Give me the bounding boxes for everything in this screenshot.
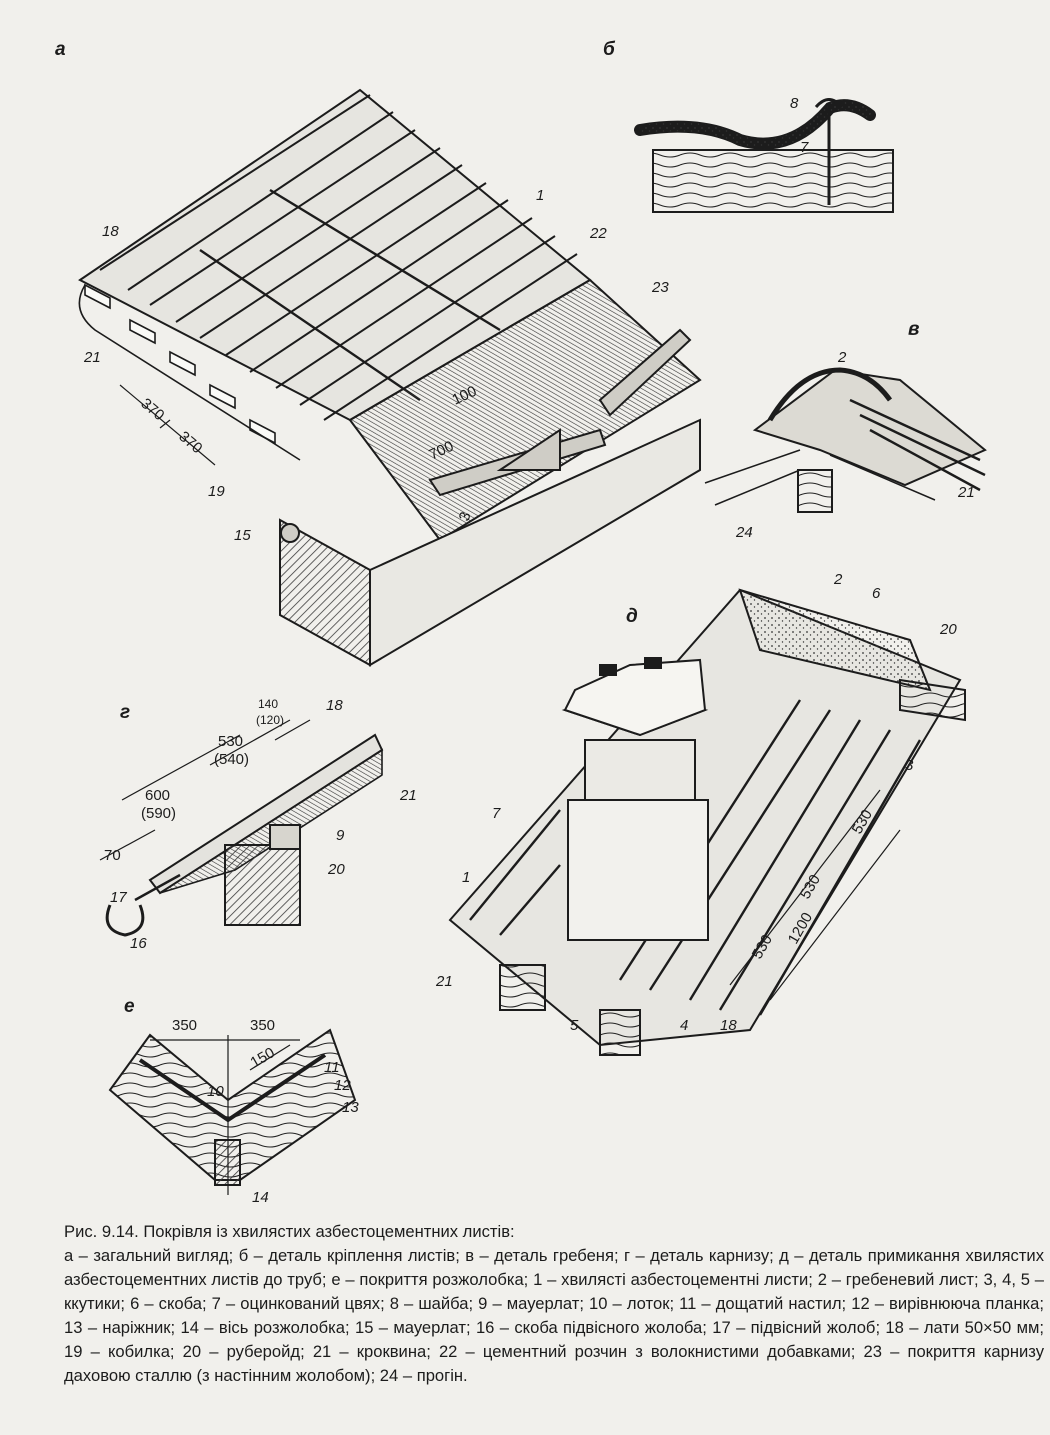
figure-drawing: а б в г д е 18 1 22 23 21 19 15 370 370 … <box>55 39 987 1206</box>
callout: 21 <box>435 973 453 990</box>
callout: 21 <box>83 349 101 366</box>
eave-steel-covering <box>348 278 702 542</box>
detail-b-fastening <box>634 98 894 213</box>
callout: 18 <box>326 697 343 714</box>
detail-a-general-view <box>78 88 702 667</box>
callout: 9 <box>336 827 345 844</box>
dimension: (590) <box>141 805 176 822</box>
dimension: (120) <box>256 713 284 727</box>
detail-e-valley <box>108 1028 357 1195</box>
callout: 13 <box>342 1099 359 1116</box>
callout: 1 <box>536 187 544 204</box>
callout: 15 <box>234 527 251 544</box>
dimension: 350 <box>172 1017 197 1034</box>
section-label-a: а <box>55 39 66 60</box>
dimension: 150 <box>248 1044 278 1071</box>
callout: 24 <box>735 524 753 541</box>
callout: 18 <box>720 1017 737 1034</box>
callout: 16 <box>130 935 147 952</box>
callout: 19 <box>208 483 225 500</box>
detail-v-ridge <box>704 367 987 513</box>
callout: 2 <box>833 571 843 588</box>
dimensions-g: 140 (120) 530 (540) 600 (590) 70 <box>104 697 284 864</box>
callouts-d: 2 6 20 3 7 1 21 5 4 18 <box>435 571 957 1034</box>
section-label-v: в <box>908 319 919 340</box>
callouts-v: 2 21 24 <box>735 349 975 541</box>
callout: 3 <box>905 757 914 774</box>
callout: 20 <box>327 861 345 878</box>
callout: 6 <box>872 585 881 602</box>
callout: 21 <box>957 484 975 501</box>
callouts-g: 18 21 9 20 17 16 <box>110 697 417 952</box>
mauerlat-block <box>224 844 301 926</box>
callouts-e: 10 11 12 13 14 <box>207 1059 359 1206</box>
section-letters: а б в г д е <box>55 39 919 1017</box>
callout: 8 <box>790 95 799 112</box>
caption-body: а – загальний вигляд; б – деталь кріплен… <box>64 1246 1044 1385</box>
callout: 22 <box>589 225 607 242</box>
callout: 2 <box>837 349 847 366</box>
dimension: 140 <box>258 697 278 711</box>
callout: 11 <box>324 1059 340 1076</box>
roof-battens <box>84 283 276 445</box>
callouts-b: 8 7 <box>790 95 809 156</box>
detail-g-eave <box>99 719 384 937</box>
suspended-gutter <box>105 904 145 937</box>
detail-d-chimney <box>448 588 966 1056</box>
callout: 17 <box>110 889 127 906</box>
gutter-bracket <box>280 523 300 543</box>
dimension: (540) <box>214 751 249 768</box>
callout: 4 <box>680 1017 688 1034</box>
callout: 21 <box>399 787 417 804</box>
callout: 7 <box>800 139 809 156</box>
caption-title: Рис. 9.14. Покрівля із хвилястих азбесто… <box>64 1222 515 1241</box>
callout: 5 <box>570 1017 579 1034</box>
callout: 20 <box>939 621 957 638</box>
dimension: 370 <box>137 395 167 424</box>
dimension: 350 <box>250 1017 275 1034</box>
rafters <box>499 678 966 1056</box>
section-label-g: г <box>120 702 130 723</box>
eave-brackets <box>428 328 692 497</box>
figure-caption: Рис. 9.14. Покрівля із хвилястих азбесто… <box>64 1220 1044 1388</box>
callout: 1 <box>462 869 470 886</box>
callout: 12 <box>334 1077 351 1094</box>
callout: 23 <box>651 279 669 296</box>
callout: 14 <box>252 1189 269 1206</box>
section-label-d: д <box>626 606 638 627</box>
callout: 18 <box>102 223 119 240</box>
dimension: 600 <box>145 787 170 804</box>
dimension: 70 <box>104 847 121 864</box>
callouts-a: 18 1 22 23 21 19 15 <box>83 187 669 544</box>
section-label-b: б <box>603 39 616 60</box>
washer <box>814 98 844 109</box>
dimensions-e: 350 350 150 <box>172 1017 278 1071</box>
callout: 7 <box>492 805 501 822</box>
dimension: 530 <box>218 733 243 750</box>
chimney <box>561 657 709 941</box>
corrugated-sheets <box>78 88 592 422</box>
callout: 10 <box>207 1083 224 1100</box>
section-label-e: е <box>124 996 135 1017</box>
